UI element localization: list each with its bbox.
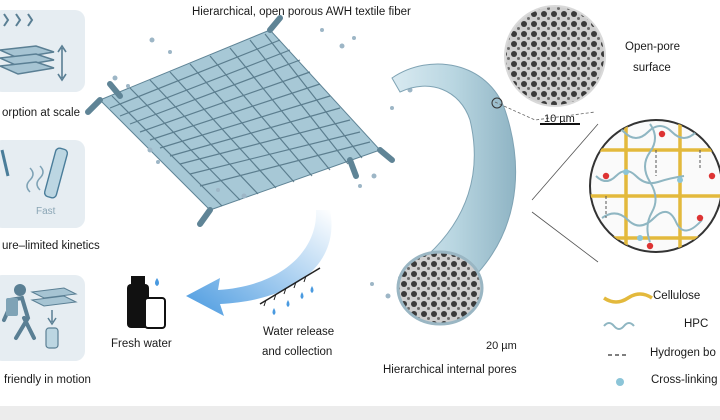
release-label-line2: and collection bbox=[262, 346, 333, 358]
panel-kinetics-caption: ure–limited kinetics bbox=[2, 240, 100, 252]
fast-fiber-icon bbox=[0, 147, 69, 199]
diagram-title: Hierarchical, open porous AWH textile fi… bbox=[192, 6, 411, 18]
cross-section-scale-label: 20 µm bbox=[486, 340, 517, 352]
legend-cross-linking: Cross-linking bbox=[651, 374, 718, 386]
legend-hpc: HPC bbox=[684, 318, 709, 330]
water-bottle-icon bbox=[127, 276, 166, 329]
legend-hydrogen-bond: Hydrogen bo bbox=[650, 347, 716, 359]
hiker-icon bbox=[2, 284, 78, 349]
woven-textile bbox=[85, 15, 395, 227]
legend-glyphs bbox=[603, 292, 653, 386]
release-arrow bbox=[186, 210, 332, 316]
open-pore-surface-inset bbox=[491, 5, 606, 125]
stacked-fabric-icon bbox=[0, 13, 67, 82]
panel-sorption-caption: orption at scale bbox=[2, 107, 80, 119]
panel-kinetics bbox=[0, 140, 85, 228]
release-label-line1: Water release bbox=[263, 326, 335, 338]
surface-label-line1: Open-pore bbox=[625, 41, 680, 53]
diagram-artwork bbox=[0, 5, 720, 386]
fiber-tube bbox=[391, 63, 517, 326]
collection-surface bbox=[259, 267, 321, 315]
fast-badge: Fast bbox=[36, 206, 56, 217]
molecular-network bbox=[589, 119, 720, 253]
fresh-water-label: Fresh water bbox=[111, 338, 172, 350]
legend-cellulose: Cellulose bbox=[653, 290, 701, 302]
surface-scale-bar-label: 10 µm bbox=[544, 113, 575, 125]
panel-motion-caption: friendly in motion bbox=[4, 374, 91, 386]
cross-section-label: Hierarchical internal pores bbox=[383, 364, 517, 376]
surface-label-line2: surface bbox=[633, 62, 671, 74]
bottom-bar bbox=[0, 406, 720, 420]
